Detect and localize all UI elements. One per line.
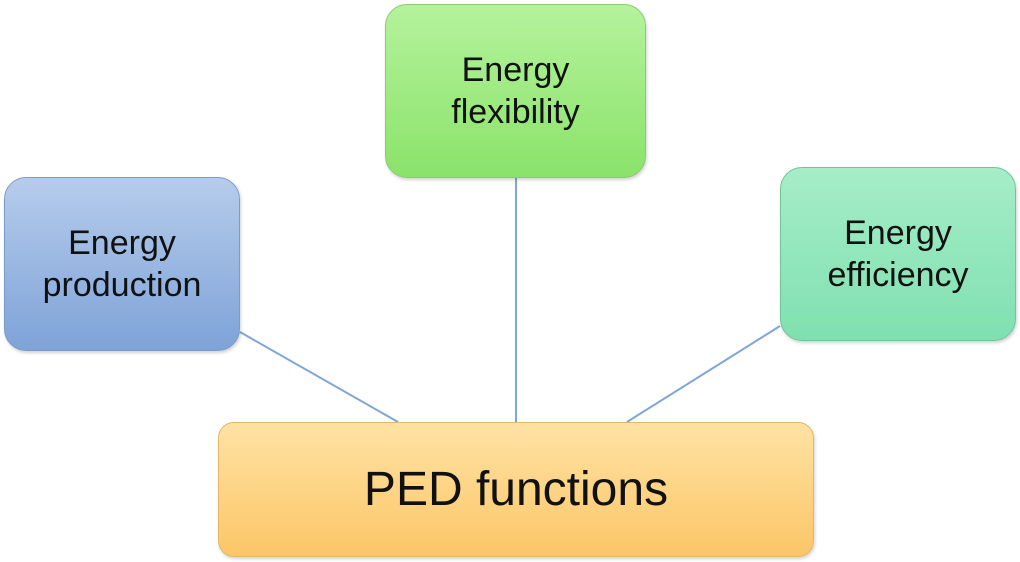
energy-flexibility-node: Energy flexibility xyxy=(385,4,646,178)
energy-flexibility-line2: flexibility xyxy=(451,93,580,131)
energy-production-node: Energy production xyxy=(4,177,240,351)
energy-efficiency-line1: Energy xyxy=(844,213,952,252)
connector-production xyxy=(239,331,399,423)
ped-functions-label: PED functions xyxy=(363,462,669,516)
energy-efficiency-line2: efficiency xyxy=(827,256,969,294)
energy-production-line2: production xyxy=(42,266,202,304)
energy-production-label: Energy production xyxy=(43,222,202,307)
ped-functions-node: PED functions xyxy=(218,422,814,557)
energy-efficiency-label: Energy efficiency xyxy=(827,212,968,297)
energy-efficiency-node: Energy efficiency xyxy=(780,167,1016,341)
connector-efficiency xyxy=(626,325,781,423)
energy-production-line1: Energy xyxy=(68,223,176,262)
energy-flexibility-label: Energy flexibility xyxy=(451,49,579,134)
energy-flexibility-line1: Energy xyxy=(461,50,570,89)
